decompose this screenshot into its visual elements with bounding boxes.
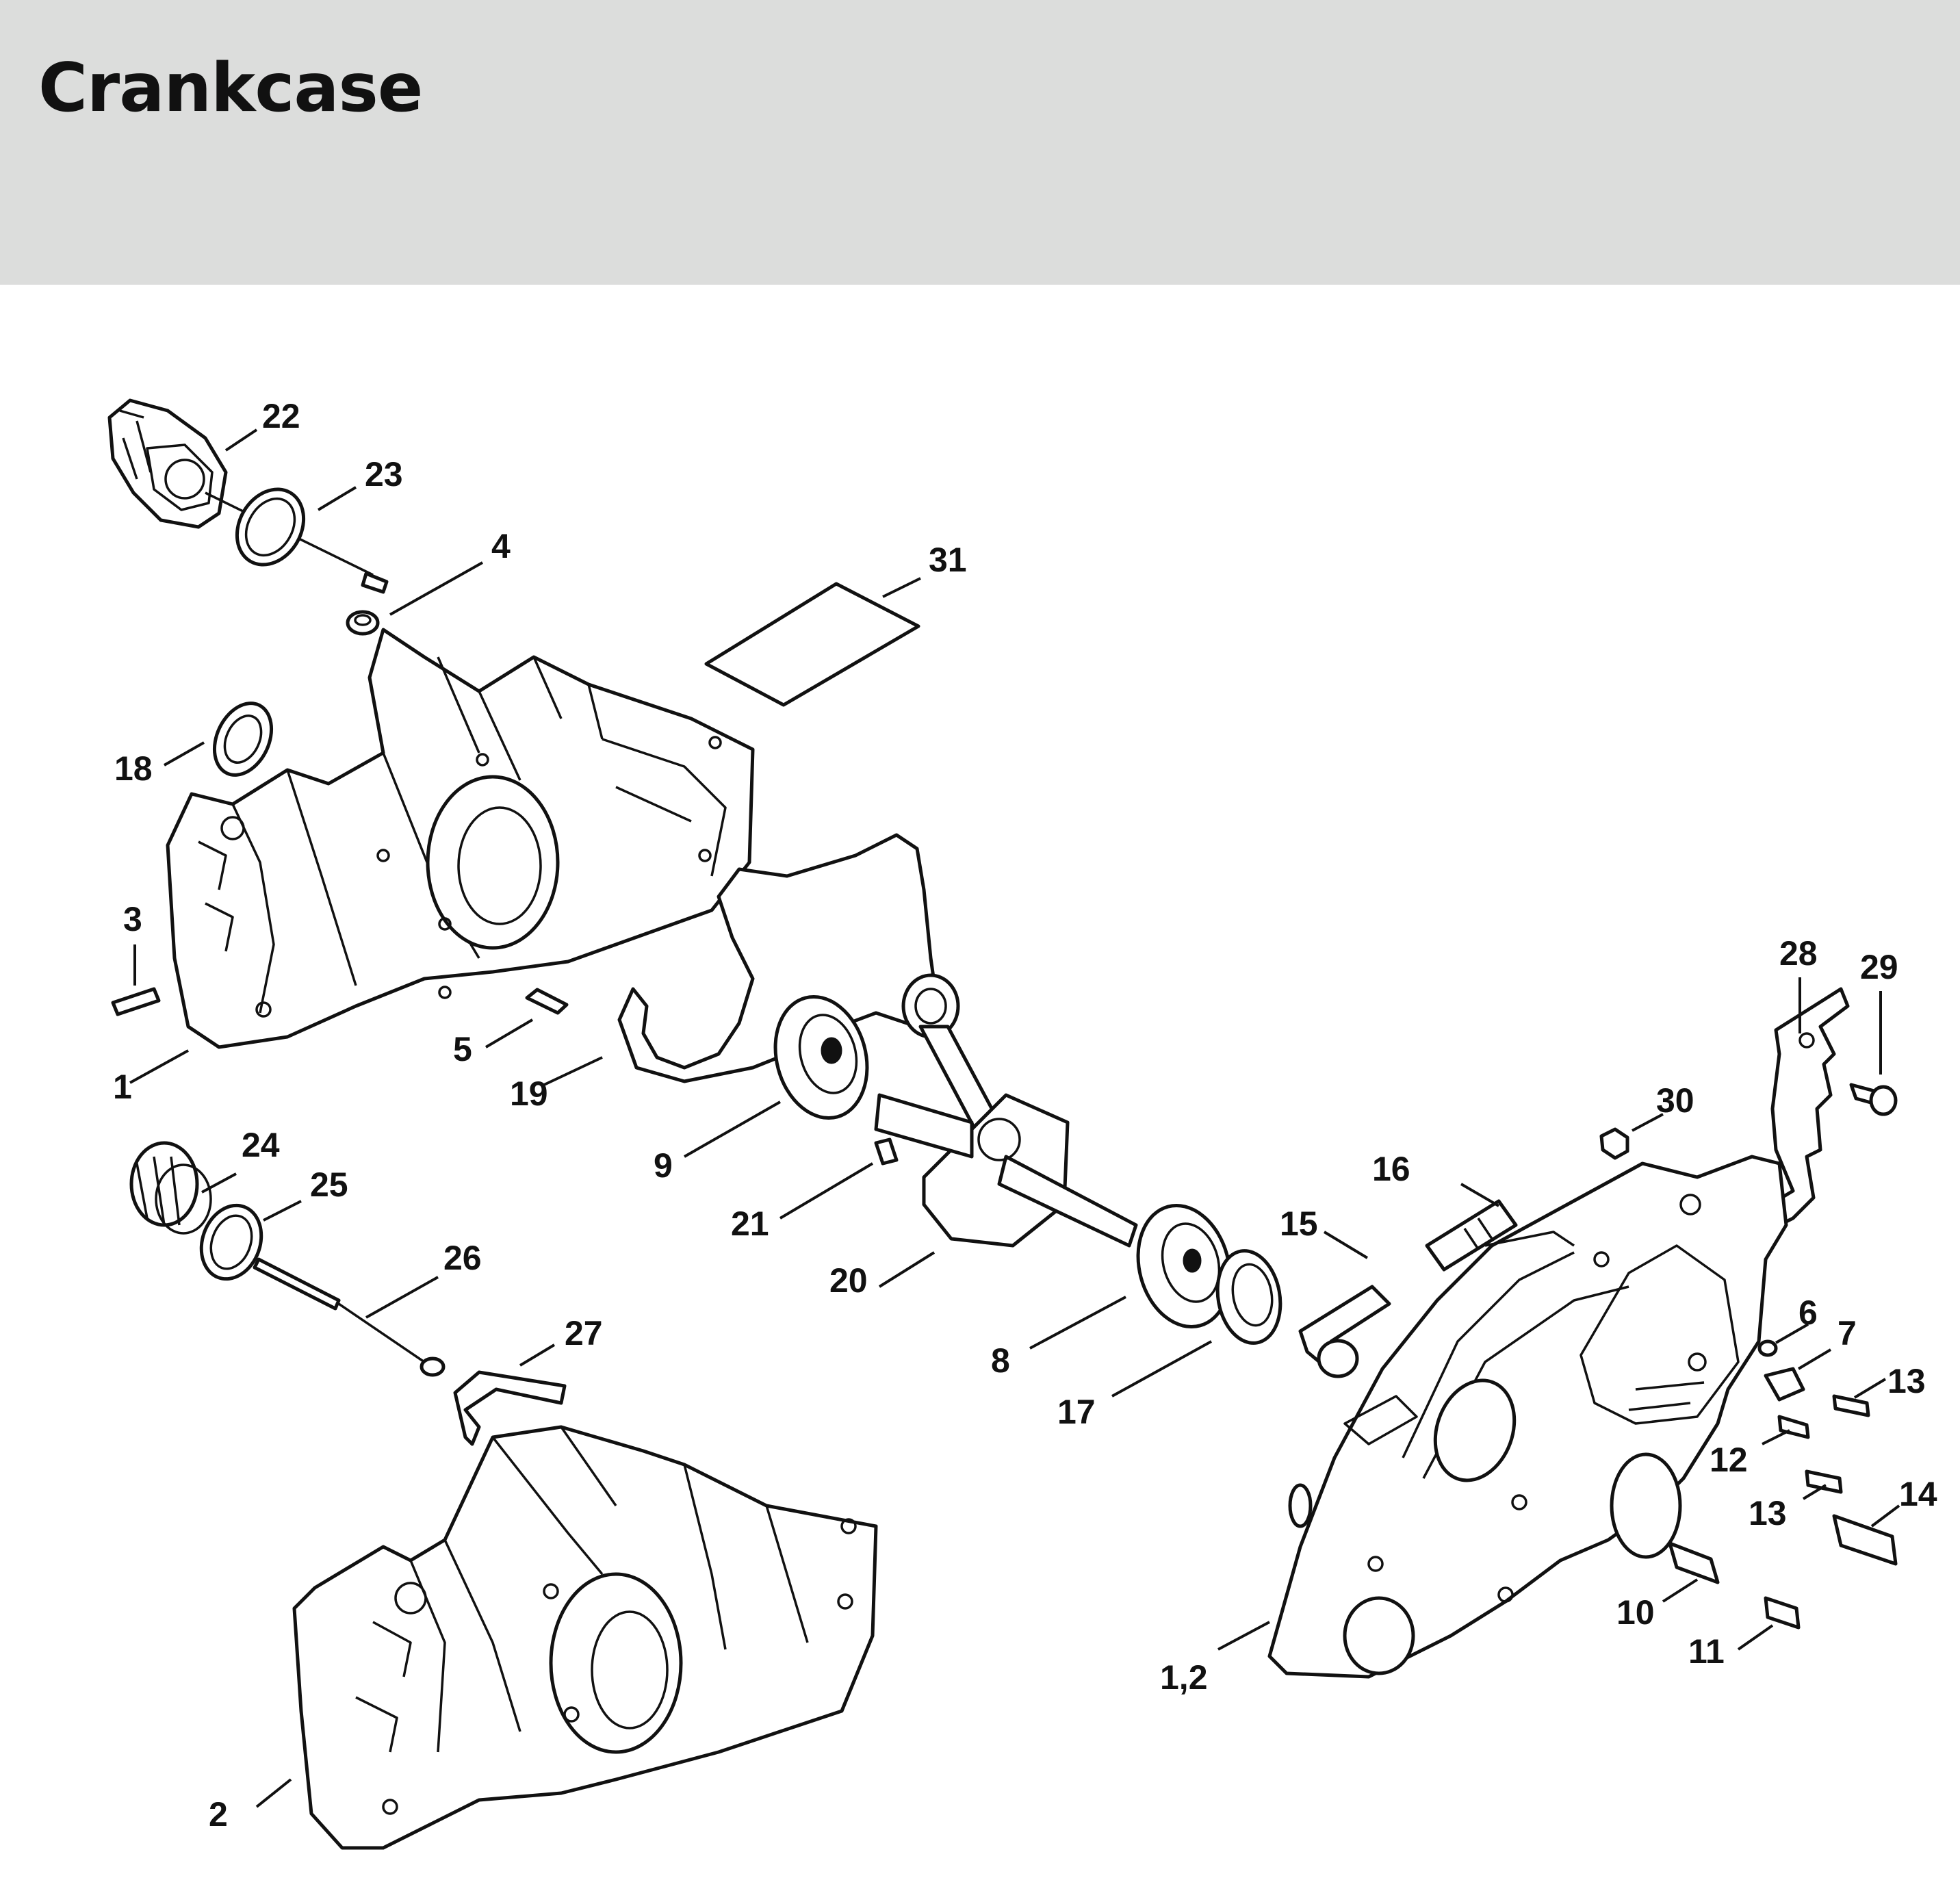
callout-26: 26 [443,1239,482,1277]
part-8-bearing [1136,1203,1232,1329]
part-28-spike [1743,987,1850,1241]
callout-17: 17 [1057,1393,1096,1431]
callout-21: 21 [731,1205,769,1243]
callout-1: 1 [113,1068,132,1106]
part-20-crankshaft [874,973,1138,1248]
callout-2: 2 [209,1795,228,1834]
callout-22: 22 [262,397,300,435]
part-24-pump [129,1141,212,1235]
callout-4: 4 [491,527,511,565]
callout-labels: 22 23 4 31 18 3 1 5 19 9 21 20 24 25 26 … [113,397,1937,1834]
callout-10: 10 [1616,1593,1655,1632]
callout-8: 8 [991,1341,1010,1380]
part-10-screw [1668,1541,1720,1584]
callout-13-lower: 13 [1749,1494,1787,1532]
leader-lines [129,428,1900,1808]
callout-16: 16 [1372,1150,1410,1188]
part-18-oil-seal [212,702,274,777]
callout-31: 31 [929,541,967,579]
part-11-screw [1764,1596,1801,1630]
callout-12: 12 [1710,1441,1748,1479]
part-16-filter [1425,1199,1518,1272]
part-2-crankcase [292,1425,878,1850]
callout-23: 23 [365,455,403,493]
part-5-dowel [525,988,569,1015]
callout-24: 24 [242,1126,280,1164]
page-title: Crankcase [38,49,423,127]
part-13-stud-2 [1805,1469,1843,1494]
part-9-bearing [773,994,869,1120]
part-14-stud [1832,1514,1898,1566]
part-4-plug [346,610,380,636]
callout-28: 28 [1779,934,1818,973]
callout-15: 15 [1280,1205,1318,1243]
part-1-2-crankcase-assembly [1267,1155,1788,1679]
callout-3: 3 [123,900,142,938]
callout-25: 25 [310,1166,348,1204]
part-26-rod [253,1257,341,1311]
part-22-oil-pump [107,398,389,594]
callout-30: 30 [1656,1081,1694,1120]
callout-7: 7 [1838,1314,1857,1352]
callout-1-2: 1,2 [1160,1658,1208,1697]
part-13-stud [1832,1394,1870,1417]
callout-18: 18 [114,749,153,788]
part-30-nut [1599,1127,1629,1160]
callout-5: 5 [453,1030,472,1068]
part-17-oil-seal [1215,1249,1282,1345]
callout-19: 19 [510,1075,548,1113]
part-12-stud [1777,1415,1810,1439]
callout-11: 11 [1688,1632,1725,1671]
callout-29: 29 [1860,948,1898,986]
part-25-washer [199,1203,263,1281]
callout-14: 14 [1899,1475,1937,1513]
callout-6: 6 [1798,1294,1818,1332]
part-27-clip [453,1370,567,1446]
header-band [0,0,1960,285]
callout-13: 13 [1887,1362,1926,1400]
callout-27: 27 [565,1314,603,1352]
part-3-screw [111,987,161,1016]
part-31-label [704,582,920,707]
part-1-crankcase [166,628,755,1049]
part-7-plug [1764,1367,1805,1402]
part-23-o-ring [235,487,306,567]
part-21-key [874,1137,899,1166]
callout-20: 20 [829,1261,868,1300]
callout-9: 9 [654,1146,673,1185]
part-6-pin [1757,1339,1778,1357]
